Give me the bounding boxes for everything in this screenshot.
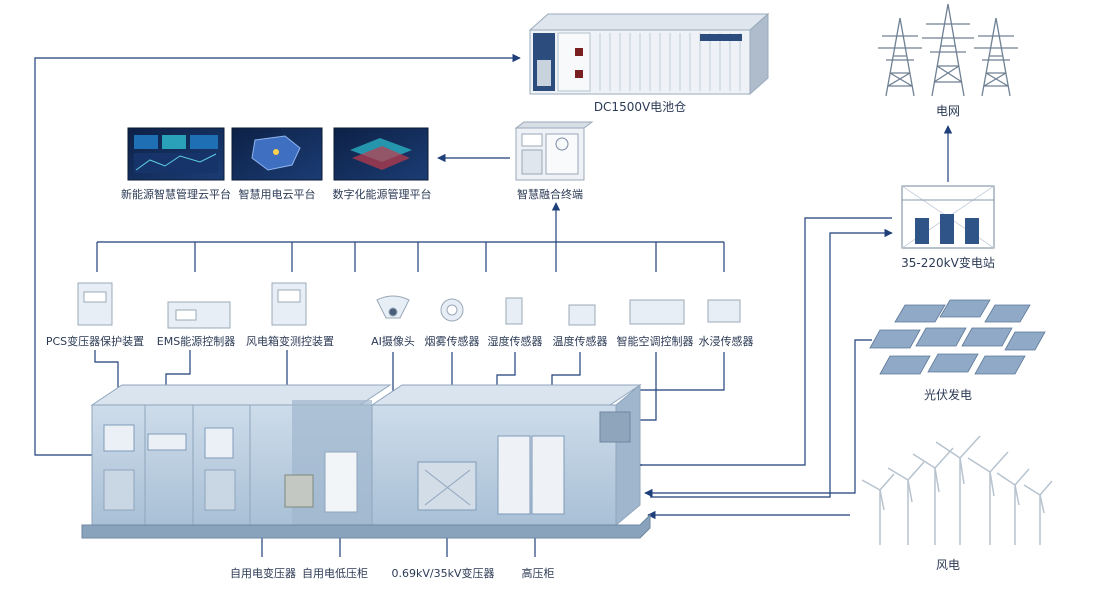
bottom-label-transformer: 0.69kV/35kV变压器	[391, 567, 495, 580]
battery-container-icon	[528, 12, 770, 96]
ac-controller-icon	[629, 299, 685, 325]
wind-box-control-icon	[271, 282, 307, 326]
ai-camera-icon	[376, 295, 410, 319]
temperature-sensor-icon	[568, 304, 596, 326]
grid-label: 电网	[935, 104, 961, 118]
solar-panel-icon	[869, 299, 1046, 375]
device-icons	[77, 282, 741, 329]
device-label-pcs: PCS变压器保护装置	[45, 335, 145, 348]
substation-label: 35-220kV变电站	[901, 256, 995, 270]
platform-label-1: 新能源智慧管理云平台	[121, 188, 231, 201]
platform-screen-2	[231, 127, 323, 181]
platform-label-2: 智慧用电云平台	[238, 188, 316, 201]
platform-screen-3	[333, 127, 429, 181]
smart-terminal-icon	[514, 121, 594, 181]
device-label-smoke: 烟雾传感器	[424, 335, 480, 348]
substation-icon	[901, 185, 995, 249]
wind-turbine-icon	[861, 435, 1053, 545]
platform-screen-1	[127, 127, 225, 181]
device-label-ac: 智能空调控制器	[616, 335, 694, 348]
bottom-label-hv-cabinet: 高压柜	[521, 567, 555, 580]
power-tower-icon	[878, 3, 1018, 97]
terminal-label: 智慧融合终端	[517, 188, 583, 201]
bottom-label-aux-transformer: 自用电变压器	[230, 567, 296, 580]
battery-room-label: DC1500V电池仓	[593, 100, 687, 114]
water-sensor-icon	[707, 299, 741, 323]
bottom-label-aux-lv-cabinet: 自用电低压柜	[302, 567, 368, 580]
device-label-water: 水浸传感器	[698, 335, 754, 348]
humidity-sensor-icon	[505, 297, 523, 325]
device-label-temperature: 温度传感器	[552, 335, 608, 348]
platform-label-3: 数字化能源管理平台	[332, 188, 432, 201]
pv-label: 光伏发电	[923, 388, 973, 402]
device-label-ai-camera: AI摄像头	[371, 335, 415, 348]
pcs-protection-device-icon	[77, 282, 113, 326]
device-label-wind-box: 风电箱变测控装置	[246, 335, 334, 348]
device-label-ems: EMS能源控制器	[156, 335, 236, 348]
wind-label: 风电	[935, 558, 961, 572]
energy-storage-cabin	[81, 383, 651, 539]
device-label-humidity: 湿度传感器	[487, 335, 543, 348]
